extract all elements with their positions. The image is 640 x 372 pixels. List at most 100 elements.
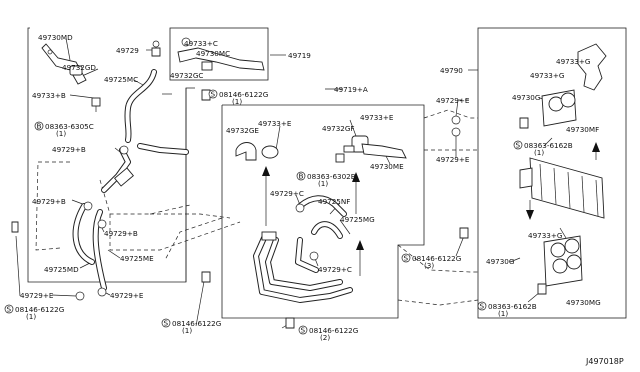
bolt-08146-top	[201, 89, 211, 101]
label-49732GE: 49732GE	[226, 126, 259, 135]
arrow-icon	[262, 166, 270, 176]
pipe-left-assembly	[101, 143, 189, 193]
label-08146-bot: 08146-6122G	[309, 326, 358, 335]
label-49730MD: 49730MD	[38, 33, 73, 42]
bracket-49730ME	[361, 143, 407, 159]
bolt-08146-bot	[285, 317, 295, 329]
screw-icon	[519, 117, 529, 129]
label-49730MC: 49730MC	[196, 49, 230, 58]
label-49732GD: 49732GD	[62, 63, 96, 72]
label-08363-6302B-qty: (1)	[318, 179, 328, 188]
label-49729E-b: 49729+E	[110, 291, 144, 300]
label-49729E-a: 49729+E	[20, 291, 54, 300]
label-08363-623-b-qty: (1)	[498, 309, 508, 318]
arrows-right	[526, 142, 600, 220]
label-49719A: 49719+A	[334, 85, 368, 94]
rubber-49730G-top	[541, 89, 577, 127]
svg-text:S: S	[480, 302, 485, 311]
label-08146-left-qty: (1)	[26, 312, 36, 321]
svg-text:S: S	[301, 326, 306, 335]
clips-49729E-right	[451, 115, 461, 137]
svg-text:S: S	[404, 254, 409, 263]
hose-49725MD	[72, 203, 95, 265]
bolt-08363-623-top	[519, 117, 529, 129]
arrows-center	[262, 166, 364, 276]
label-49725MC: 49725MC	[104, 75, 138, 84]
leader-lines	[15, 37, 591, 329]
label-49729B-b: 49729+B	[32, 197, 66, 206]
label-08146-right-qty: (3)	[424, 261, 434, 270]
bracket-49730MC	[177, 37, 265, 71]
label-49729B-c: 49729+B	[104, 229, 138, 238]
bolt-08363-302B	[335, 153, 345, 163]
clamp-49732GE	[235, 142, 279, 161]
label-08146-right: 08146-6122G	[412, 254, 461, 263]
label-49790: 49790	[440, 66, 463, 75]
label-08363-623-a: 08363-6162B	[524, 141, 573, 150]
dashed-leaders	[35, 99, 479, 306]
label-49725MG: 49725MG	[340, 215, 375, 224]
label-49729C-b: 49729+C	[318, 265, 352, 274]
screw-icon	[537, 283, 547, 295]
label-49732GC: 49732GC	[170, 71, 203, 80]
svg-text:S: S	[516, 141, 521, 150]
screw-icon	[285, 317, 295, 329]
screw-icon	[201, 271, 211, 283]
arrow-icon	[356, 240, 364, 250]
part-labels: 49730MD 49729 49733+C 49730MC 49719 4973…	[15, 33, 624, 366]
bolt-08146-left	[11, 221, 19, 233]
bolt-49733B	[91, 97, 101, 112]
circled-symbols: S B B S S S S S S	[4, 90, 523, 335]
label-08146-mid: 08146-6122G	[172, 319, 221, 328]
label-08363-623-a-qty: (1)	[534, 148, 544, 157]
label-49729B-a: 49729+B	[52, 145, 86, 154]
label-49733G-a: 49733+G	[556, 57, 590, 66]
label-49730G-a: 49730G	[512, 93, 540, 102]
rubber-49730G-bot	[543, 235, 583, 287]
arrow-icon	[352, 172, 360, 182]
label-08146-bot-qty: (2)	[320, 333, 330, 342]
svg-text:B: B	[37, 122, 42, 131]
label-49729-top: 49729	[116, 46, 139, 55]
label-08363-6302B: 08363-6302B	[307, 172, 356, 181]
bolt-08363-623-bot	[537, 283, 547, 295]
label-49729E-d: 49729+E	[436, 155, 470, 164]
svg-text:S: S	[211, 90, 216, 99]
label-49730ME: 49730ME	[370, 162, 404, 171]
label-49733G-c: 49733+G	[528, 231, 562, 240]
diagram-id: J497018P	[585, 357, 624, 366]
hose-49725NF	[297, 195, 347, 217]
bracket-49733G-top	[577, 43, 607, 91]
label-08363-6305C: 08363-6305C	[45, 122, 94, 131]
label-49730G-b: 49730G	[486, 257, 514, 266]
screw-icon	[201, 89, 211, 101]
label-49733C-a: 49733+C	[184, 39, 218, 48]
label-08146-left: 08146-6122G	[15, 305, 64, 314]
label-08363-6305C-qty: (1)	[56, 129, 66, 138]
label-49729E-c: 49729+E	[436, 96, 470, 105]
arrow-icon	[526, 210, 534, 220]
left-assembly-box	[27, 27, 195, 283]
label-08146-mid-qty: (1)	[182, 326, 192, 335]
hose-49725MG	[311, 221, 343, 239]
hose-49725MC	[124, 69, 157, 143]
label-49725ME: 49725ME	[120, 254, 154, 263]
bolt-08146-mid	[201, 271, 211, 283]
screw-icon	[11, 221, 19, 233]
bolt-08146-right	[459, 227, 469, 239]
label-08146-top-qty: (1)	[232, 97, 242, 106]
screw-49729-top	[151, 40, 161, 57]
clip-49729E	[75, 287, 107, 301]
label-49733B: 49733+B	[32, 91, 66, 100]
label-49729C-a: 49729+C	[270, 189, 304, 198]
label-08146-top: 08146-6122G	[219, 90, 268, 99]
pipe-center-assembly	[253, 231, 353, 303]
label-49719: 49719	[288, 51, 311, 60]
label-49733G-b: 49733+G	[530, 71, 564, 80]
label-49732GF: 49732GF	[322, 124, 355, 133]
label-49733E-a: 49733+E	[360, 113, 394, 122]
label-49733E-b: 49733+E	[258, 119, 292, 128]
label-49725MD: 49725MD	[44, 265, 79, 274]
svg-text:S: S	[164, 319, 169, 328]
